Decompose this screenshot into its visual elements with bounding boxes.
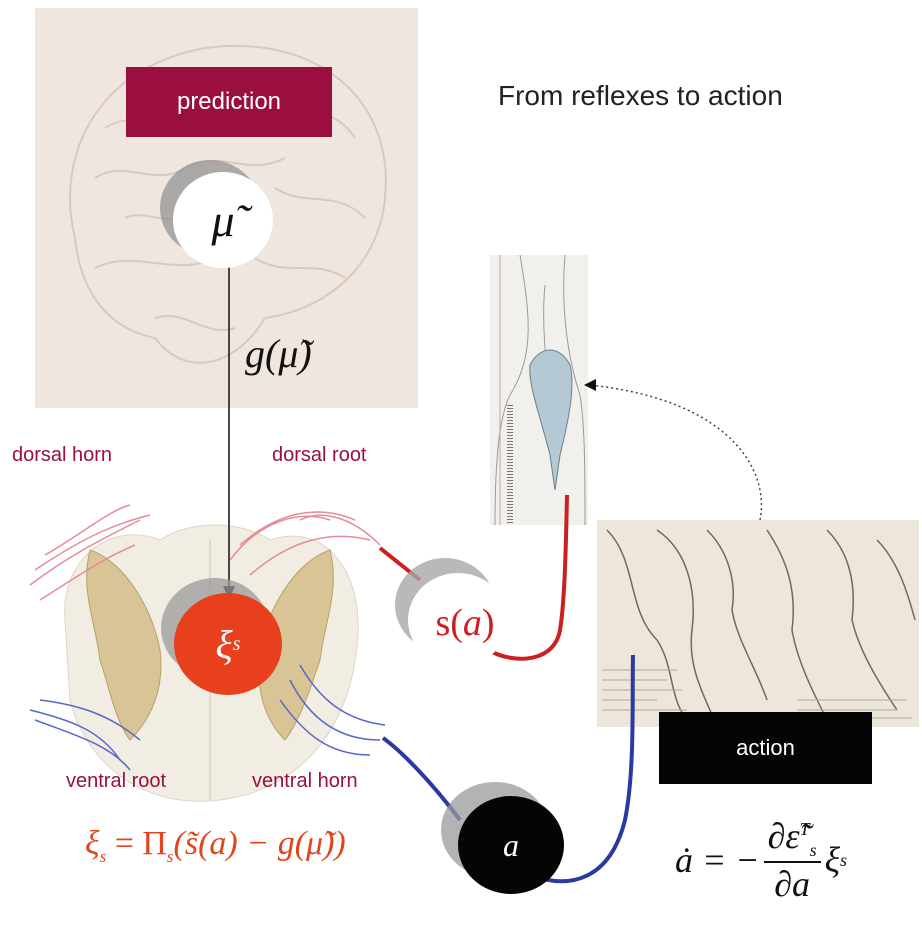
adot-fraction: ∂ε̃Ts ∂a: [763, 815, 821, 905]
motor-line-out: [529, 654, 635, 884]
feedback-dotted-arrow: [589, 384, 763, 521]
muscle-spindle-panel: [490, 255, 588, 525]
sa-node-label: s(a): [435, 602, 495, 644]
ventral-root-fibers: [29, 664, 386, 771]
a-node-label: a: [503, 826, 519, 863]
prediction-label: prediction: [176, 88, 282, 115]
ventral-horn-label: ventral horn: [252, 770, 358, 792]
spindle-drawing: [494, 255, 586, 525]
right-horn: [258, 549, 334, 741]
xi-equation: ξs = Πs(s̃(a) − g(μ̃)): [85, 825, 346, 866]
muscle-illustration-panel: [597, 520, 919, 727]
dorsal-root-fibers: [29, 504, 381, 601]
ventral-root-label: ventral root: [66, 770, 167, 792]
xi-node: [174, 593, 282, 695]
mu-node: [173, 172, 273, 268]
action-label: action: [736, 735, 795, 760]
left-horn: [86, 549, 162, 741]
prediction-box: prediction: [126, 67, 332, 137]
sa-node: [408, 573, 508, 667]
dorsal-root-label: dorsal root: [272, 444, 367, 466]
mu-node-label: μ̃: [211, 194, 235, 246]
dorsal-horn-label: dorsal horn: [12, 444, 113, 466]
feedback-arrowhead: [584, 379, 596, 391]
sensory-line-out: [491, 494, 569, 661]
a-node: [458, 796, 564, 894]
g-mu-label: g(μ̃): [245, 331, 312, 376]
page-title: From reflexes to action: [498, 80, 783, 111]
action-box: action: [659, 712, 872, 784]
